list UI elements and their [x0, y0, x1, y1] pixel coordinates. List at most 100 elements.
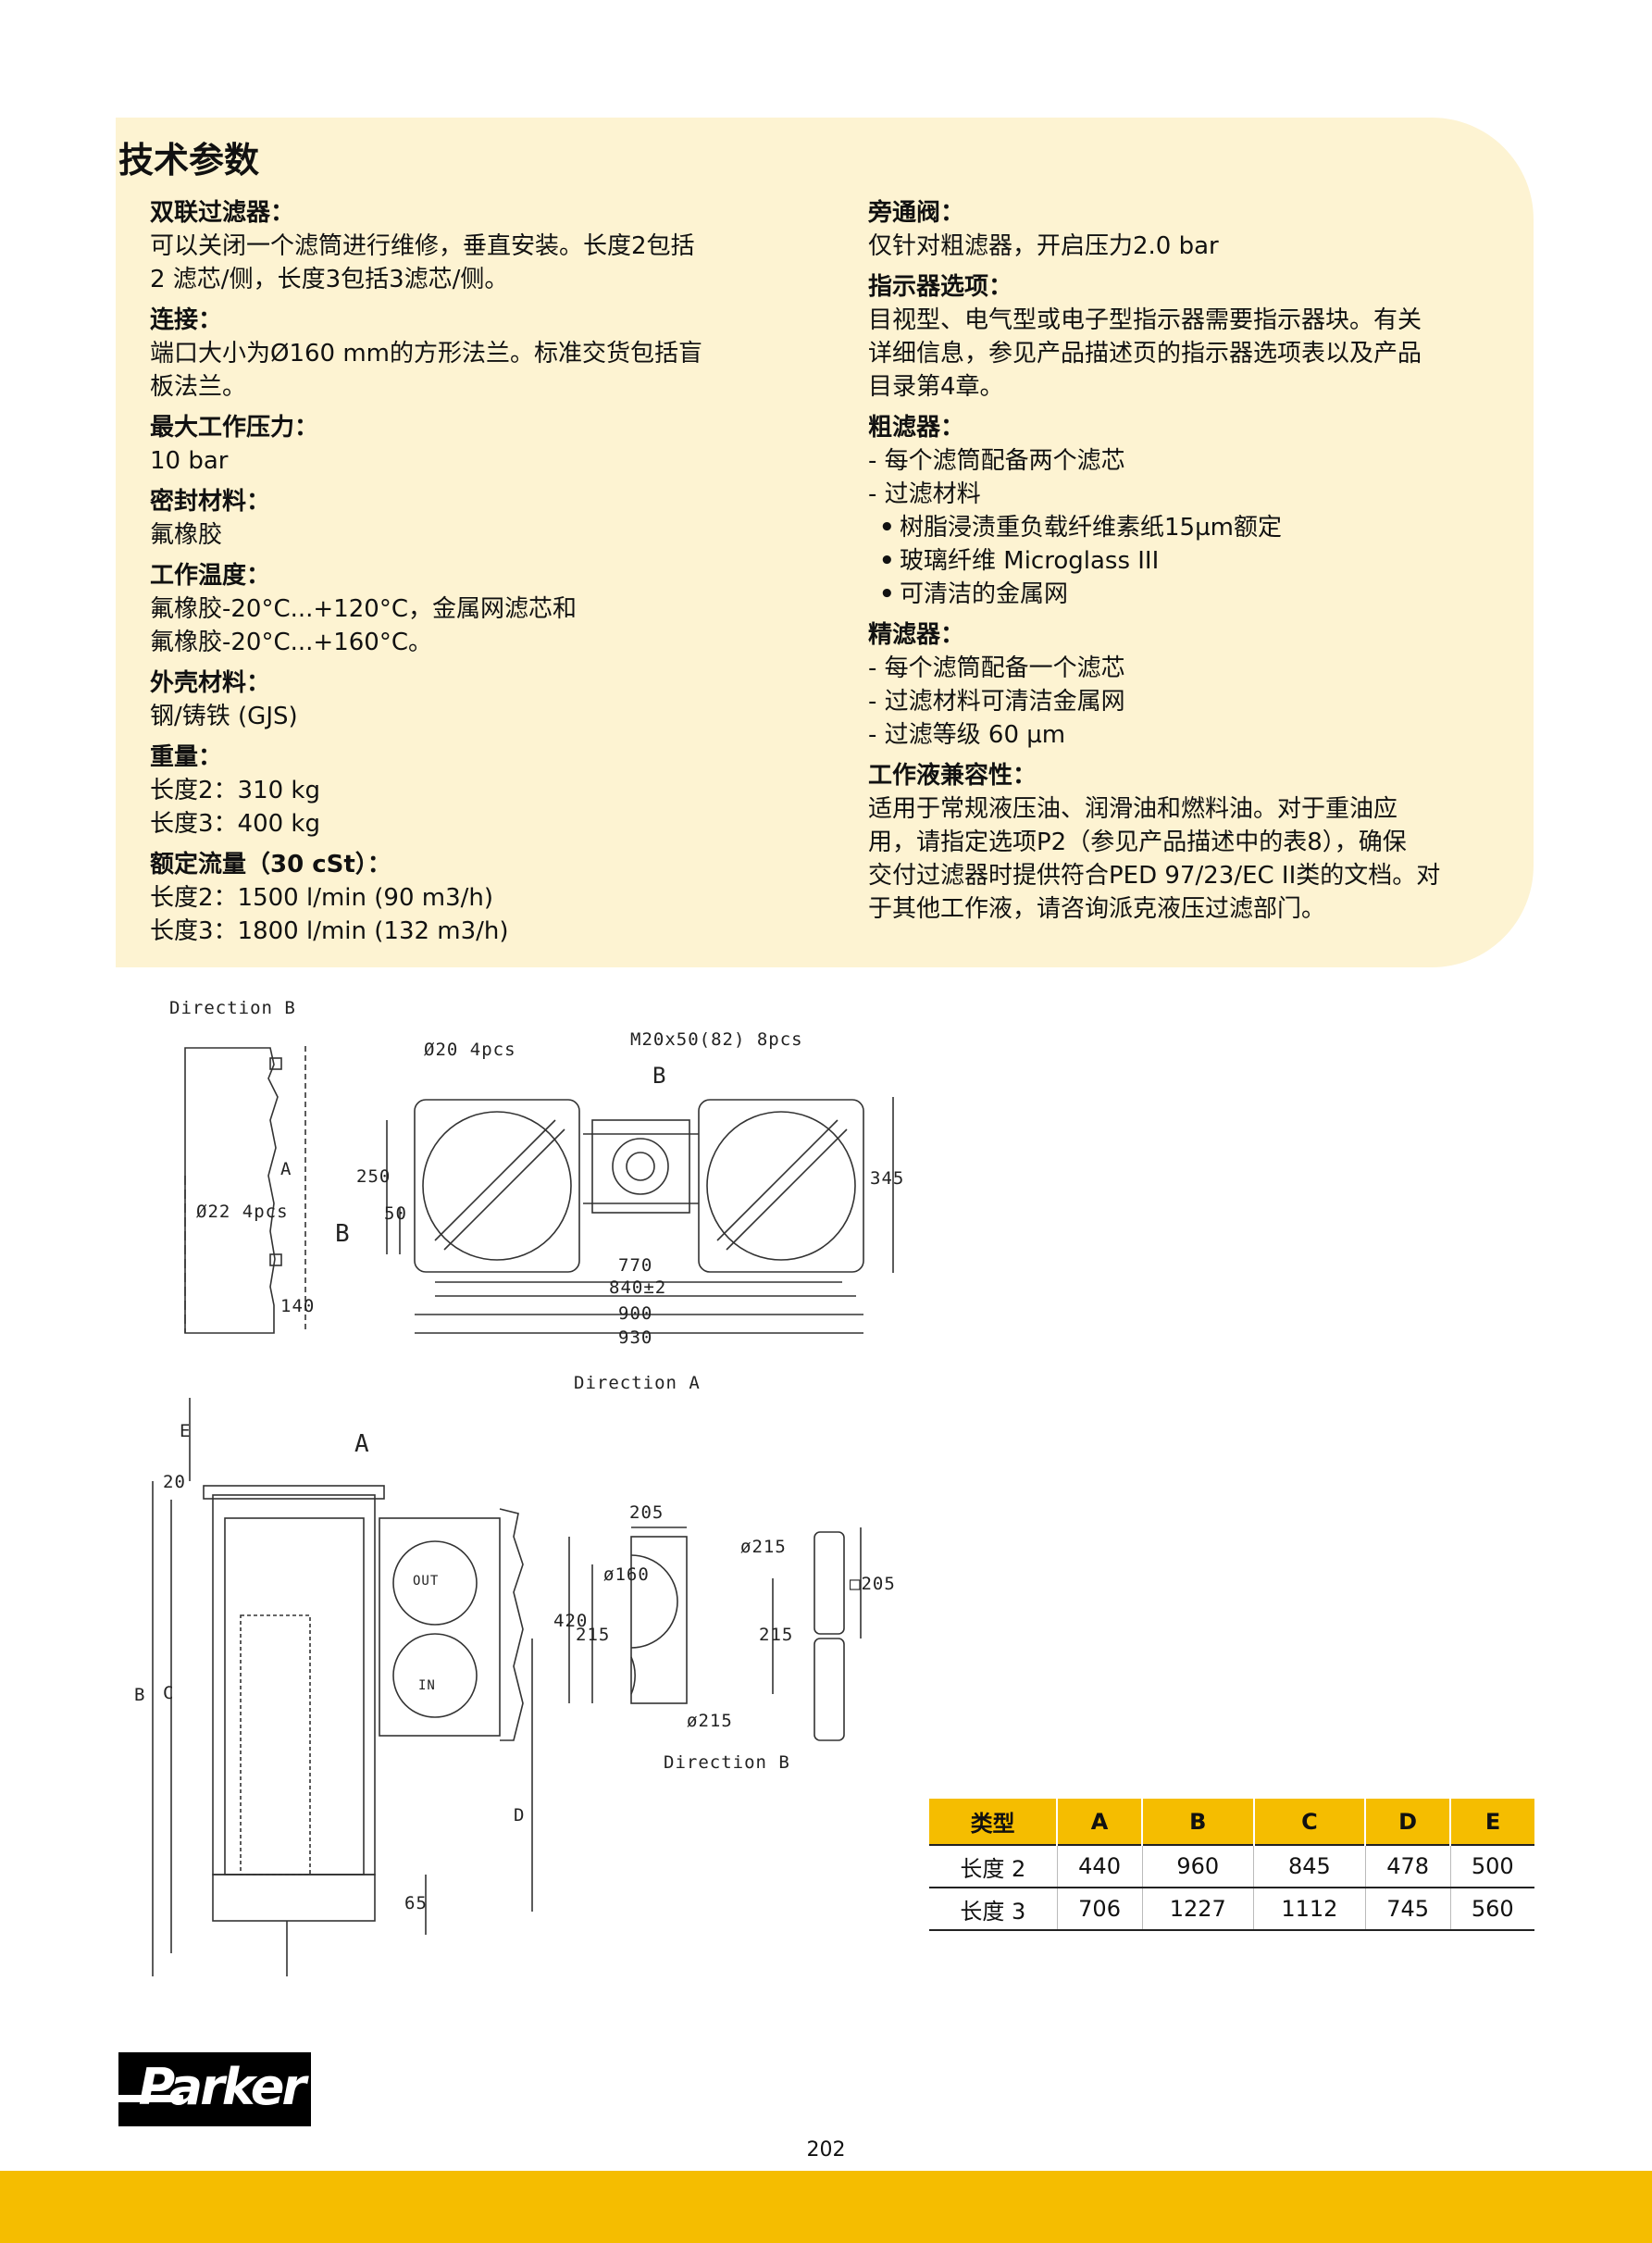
- section-text: 板法兰。: [150, 373, 247, 401]
- list-item: 每个滤筒配备两个滤芯: [868, 444, 1516, 478]
- label-dim-65: 65: [404, 1893, 428, 1913]
- label-dim-770: 770: [618, 1255, 653, 1276]
- spec-connection: 连接： 端口大小为Ø160 mm的方形法兰。标准交货包括盲 板法兰。: [150, 304, 816, 404]
- section-text: 长度3：1800 l/min (132 m3/h): [150, 917, 509, 945]
- spec-fine: 精滤器： 每个滤筒配备一个滤芯 过滤材料可清洁金属网 过滤等级 60 µm: [868, 618, 1516, 752]
- label-out: OUT: [413, 1574, 440, 1589]
- section-text: 详细信息，参见产品描述页的指示器选项表以及产品: [868, 340, 1422, 368]
- spec-flow: 额定流量（30 cSt）： 长度2：1500 l/min (90 m3/h) 长…: [150, 848, 816, 948]
- section-text: 目录第4章。: [868, 373, 1004, 401]
- section-heading: 精滤器：: [868, 621, 965, 649]
- table-header: E: [1450, 1799, 1534, 1845]
- label-dia-215-b: ø215: [687, 1711, 733, 1731]
- spec-coarse: 粗滤器： 每个滤筒配备两个滤芯 过滤材料 树脂浸渍重负载纤维素纸15µm额定 玻…: [868, 411, 1516, 611]
- section-text: 钢/铸铁 (GJS): [150, 703, 298, 730]
- technical-drawing: [152, 1046, 894, 1976]
- section-heading: 旁通阀：: [868, 199, 965, 227]
- table-cell: 1227: [1142, 1888, 1255, 1931]
- section-text: 氟橡胶: [150, 521, 223, 549]
- label-dim-840: 840±2: [609, 1277, 667, 1298]
- section-text: 目视型、电气型或电子型指示器需要指示器块。有关: [868, 306, 1422, 334]
- label-direction-b: Direction B: [169, 998, 296, 1018]
- table-cell: 500: [1450, 1845, 1534, 1888]
- section-text: 2 滤芯/侧，长度3包括3滤芯/侧。: [150, 266, 509, 293]
- spec-weight: 重量： 长度2：310 kg 长度3：400 kg: [150, 741, 816, 841]
- label-dim-345: 345: [870, 1168, 905, 1189]
- label-dim-250: 250: [356, 1166, 391, 1187]
- table-cell: 706: [1057, 1888, 1143, 1931]
- section-heading: 指示器选项：: [868, 273, 1013, 301]
- label-direction-a: Direction A: [574, 1373, 701, 1393]
- label-dim-20: 20: [163, 1472, 186, 1492]
- table-cell: 440: [1057, 1845, 1143, 1888]
- section-text: 交付过滤器时提供符合PED 97/23/EC II类的文档。对: [868, 862, 1441, 890]
- page-title: 技术参数: [118, 140, 260, 181]
- table-cell: 1112: [1253, 1888, 1366, 1931]
- section-heading: 额定流量（30 cSt）：: [150, 851, 391, 879]
- list-item: 可清洁的金属网: [868, 578, 1516, 611]
- list-item: 玻璃纤维 Microglass III: [868, 544, 1516, 578]
- label-dim-160: ø160: [603, 1564, 650, 1585]
- label-dim-215-b: 215: [759, 1625, 794, 1645]
- section-text: 于其他工作液，请咨询派克液压过滤部门。: [868, 895, 1326, 923]
- label-dia-215: ø215: [740, 1537, 787, 1557]
- spec-temperature: 工作温度： 氟橡胶-20°C...+120°C，金属网滤芯和 氟橡胶-20°C.…: [150, 559, 816, 659]
- section-text: 仅针对粗滤器，开启压力2.0 bar: [868, 232, 1219, 260]
- section-heading: 粗滤器：: [868, 414, 965, 442]
- spec-fluid: 工作液兼容性： 适用于常规液压油、润滑油和燃料油。对于重油应 用，请指定选项P2…: [868, 759, 1516, 926]
- label-dim-140: 140: [280, 1296, 316, 1316]
- label-dim-d: D: [514, 1805, 526, 1826]
- label-dim-c: C: [163, 1683, 175, 1703]
- spec-bypass: 旁通阀： 仅针对粗滤器，开启压力2.0 bar: [868, 196, 1516, 263]
- label-dim-a: A: [280, 1159, 292, 1179]
- table-cell: 560: [1450, 1888, 1534, 1931]
- list-item: 过滤材料: [868, 478, 1516, 511]
- spec-seal: 密封材料： 氟橡胶: [150, 485, 816, 552]
- section-heading: 重量：: [150, 743, 223, 771]
- spec-housing: 外壳材料： 钢/铸铁 (GJS): [150, 667, 816, 733]
- label-dim-420: 420: [553, 1611, 589, 1631]
- label-dim-215: 215: [576, 1625, 611, 1645]
- label-dim-22: Ø22 4pcs: [196, 1202, 289, 1222]
- section-heading: 外壳材料：: [150, 669, 271, 697]
- table-cell: 长度 2: [929, 1845, 1058, 1888]
- section-text: 10 bar: [150, 447, 229, 475]
- section-heading: 密封材料：: [150, 488, 271, 516]
- spec-indicator: 指示器选项： 目视型、电气型或电子型指示器需要指示器块。有关 详细信息，参见产品…: [868, 270, 1516, 404]
- label-direction-b-bottom: Direction B: [664, 1752, 790, 1773]
- table-header: A: [1057, 1799, 1143, 1845]
- logo-text: Parker: [138, 2058, 306, 2116]
- list-item: 过滤等级 60 µm: [868, 718, 1516, 752]
- table-row: 长度 2 440 960 845 478 500: [929, 1845, 1534, 1888]
- spec-pressure: 最大工作压力： 10 bar: [150, 411, 816, 478]
- parker-logo: Parker: [118, 2052, 311, 2126]
- label-a-front: A: [354, 1430, 370, 1458]
- spec-left-column: 双联过滤器： 可以关闭一个滤筒进行维修，垂直安装。长度2包括 2 滤芯/侧，长度…: [150, 196, 816, 955]
- table-header: 类型: [929, 1799, 1059, 1845]
- table-header: C: [1253, 1799, 1367, 1845]
- logo-bar: [118, 2095, 183, 2102]
- label-b-left: B: [335, 1220, 351, 1248]
- label-dim-205: 205: [629, 1502, 665, 1523]
- section-text: 用，请指定选项P2（参见产品描述中的表8），确保: [868, 829, 1407, 856]
- section-text: 长度2：1500 l/min (90 m3/h): [150, 884, 493, 912]
- list-item: 过滤材料可清洁金属网: [868, 685, 1516, 718]
- table-header-row: 类型 A B C D E: [929, 1799, 1534, 1845]
- page-number: 202: [806, 2138, 846, 2162]
- table-row: 长度 3 706 1227 1112 745 560: [929, 1888, 1534, 1931]
- section-heading: 双联过滤器：: [150, 199, 295, 227]
- section-text: 长度3：400 kg: [150, 810, 320, 838]
- section-heading: 连接：: [150, 306, 223, 334]
- table-cell: 960: [1142, 1845, 1255, 1888]
- spec-right-column: 旁通阀： 仅针对粗滤器，开启压力2.0 bar 指示器选项： 目视型、电气型或电…: [868, 196, 1516, 933]
- section-text: 适用于常规液压油、润滑油和燃料油。对于重油应: [868, 795, 1398, 823]
- table-header: B: [1142, 1799, 1255, 1845]
- fine-list: 每个滤筒配备一个滤芯 过滤材料可清洁金属网 过滤等级 60 µm: [868, 652, 1516, 752]
- table-header: D: [1365, 1799, 1452, 1845]
- label-in: IN: [418, 1678, 436, 1693]
- section-heading: 最大工作压力：: [150, 414, 319, 442]
- section-text: 氟橡胶-20°C...+120°C，金属网滤芯和: [150, 595, 577, 623]
- section-text: 端口大小为Ø160 mm的方形法兰。标准交货包括盲: [150, 340, 703, 368]
- table-cell: 845: [1253, 1845, 1366, 1888]
- left-flange: [414, 1099, 580, 1273]
